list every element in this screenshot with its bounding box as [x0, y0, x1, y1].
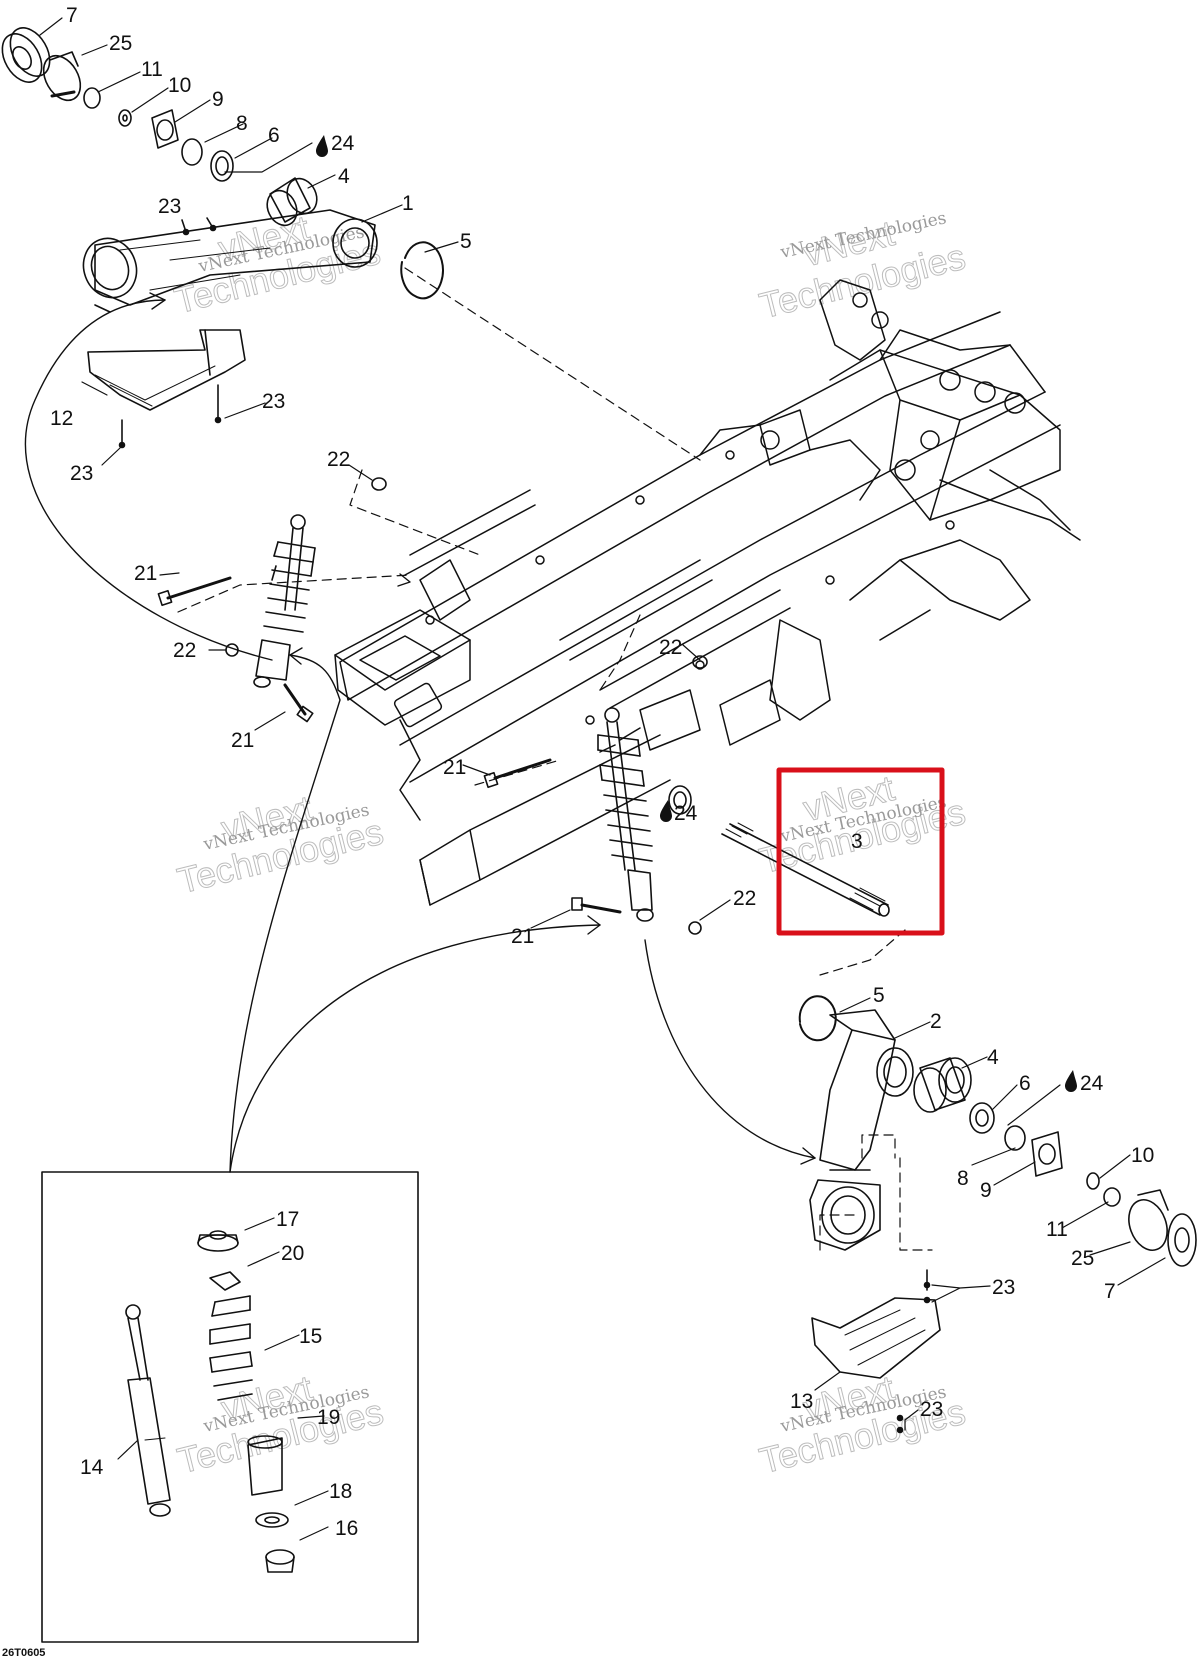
callout-15: 15 — [299, 1325, 322, 1348]
grease-drop-icon — [1065, 1070, 1077, 1092]
callout-20: 20 — [281, 1242, 304, 1265]
callout-5: 5 — [460, 230, 472, 253]
bushing-24-center — [668, 785, 692, 815]
shock-detail-inset — [41, 1171, 419, 1643]
callout-9: 9 — [212, 88, 224, 111]
callout-11: 11 — [1046, 1218, 1068, 1241]
callout-7: 7 — [66, 4, 78, 27]
callout-7: 7 — [1104, 1280, 1116, 1303]
callout-10: 10 — [1131, 1144, 1154, 1167]
callout-23: 23 — [262, 390, 285, 413]
callout-13: 13 — [790, 1390, 813, 1413]
nut-22-a — [371, 477, 387, 491]
hub-7-left — [1, 33, 43, 83]
callout-11: 11 — [141, 58, 163, 81]
callout-24: 24 — [331, 132, 355, 155]
trailing-arm-1 — [94, 209, 376, 306]
nut-22-c — [692, 655, 708, 669]
callout-17: 17 — [276, 1208, 299, 1231]
callout-6: 6 — [1019, 1072, 1031, 1095]
callout-25: 25 — [1071, 1247, 1094, 1270]
nut-22-d — [688, 921, 702, 935]
callout-21: 21 — [511, 925, 534, 948]
pivot-shaft-3 — [721, 822, 890, 917]
callout-4: 4 — [338, 165, 350, 188]
direction-arrows — [24, 292, 816, 1173]
grease-drop-icon — [316, 135, 328, 157]
callout-24: 24 — [1080, 1072, 1104, 1095]
drawing-code: 26T0605 — [2, 1647, 45, 1659]
callout-8: 8 — [957, 1167, 969, 1190]
frame-assembly — [334, 279, 1081, 906]
callout-22: 22 — [659, 636, 682, 659]
callout-1: 1 — [402, 192, 414, 215]
callout-4: 4 — [987, 1046, 999, 1069]
fasteners — [157, 477, 708, 935]
nut-11-left — [83, 87, 101, 109]
skid-guard-12 — [87, 329, 246, 411]
callout-21: 21 — [231, 729, 254, 752]
bolt-21-b — [283, 683, 307, 716]
callout-22: 22 — [327, 448, 350, 471]
grease-drop-icon — [660, 800, 672, 822]
assembly-leader-lines — [177, 267, 933, 1251]
shock-absorber-right — [597, 707, 654, 922]
callout-2: 2 — [930, 1010, 942, 1033]
callout-23: 23 — [992, 1276, 1015, 1299]
callout-leaders — [39, 17, 1166, 1541]
clamp-25-left — [42, 54, 82, 102]
callout-14: 14 — [80, 1456, 104, 1479]
callout-6: 6 — [268, 124, 280, 147]
callout-9: 9 — [980, 1179, 992, 1202]
callout-8: 8 — [236, 112, 248, 135]
callout-23: 23 — [920, 1398, 943, 1421]
lubricant-drop-icons — [316, 135, 1077, 1092]
callout-23: 23 — [158, 195, 181, 218]
callout-19: 19 — [317, 1406, 340, 1429]
watermark: vNext Technologies vNext Technologies vN… — [170, 207, 970, 1482]
callout-5: 5 — [873, 984, 885, 1007]
callout-21: 21 — [443, 756, 466, 779]
callout-12: 12 — [50, 407, 73, 430]
trailing-arm-2 — [819, 1029, 896, 1171]
bolt-21-a — [166, 576, 232, 600]
right-trailing-arm-assembly — [798, 995, 1197, 1434]
callout-21: 21 — [134, 562, 157, 585]
callout-18: 18 — [329, 1480, 352, 1503]
bolt-21-d — [580, 903, 622, 914]
callout-25: 25 — [109, 32, 132, 55]
circlip-5-right — [798, 995, 837, 1042]
bolt-21-c — [493, 758, 552, 780]
callout-10: 10 — [168, 74, 191, 97]
callout-22: 22 — [733, 887, 756, 910]
highlight-box-part-3 — [776, 767, 945, 936]
callout-16: 16 — [335, 1517, 358, 1540]
circlip-5-left — [400, 241, 444, 300]
callout-numbers: 7 25 11 10 9 8 6 24 4 1 23 5 12 23 23 22… — [50, 4, 1154, 1540]
skid-guard-13 — [811, 1297, 941, 1379]
callout-3: 3 — [851, 830, 863, 853]
callout-24: 24 — [674, 802, 698, 825]
callout-23: 23 — [70, 462, 93, 485]
callout-22: 22 — [173, 639, 196, 662]
shock-absorber-left — [253, 514, 316, 688]
left-trailing-arm-assembly — [1, 27, 444, 449]
